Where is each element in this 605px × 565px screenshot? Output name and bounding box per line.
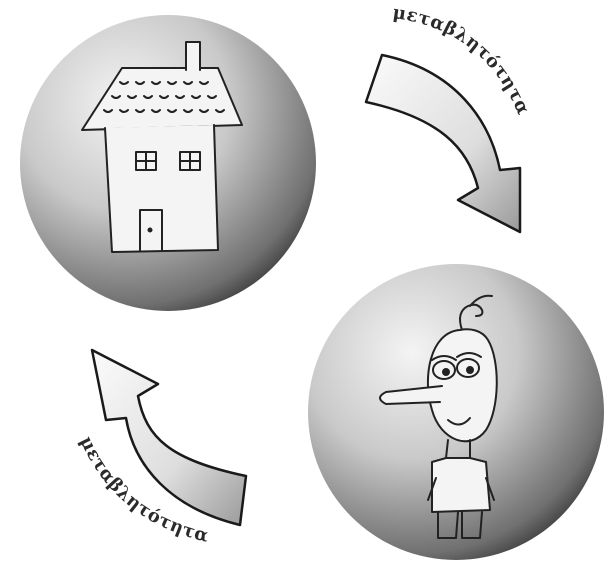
arrow-bottom-left: μεταβλητότητα	[75, 350, 246, 547]
house-circle	[20, 15, 316, 311]
person-circle	[308, 264, 604, 560]
arrow-top-right: μεταβλητότητα	[366, 2, 534, 232]
